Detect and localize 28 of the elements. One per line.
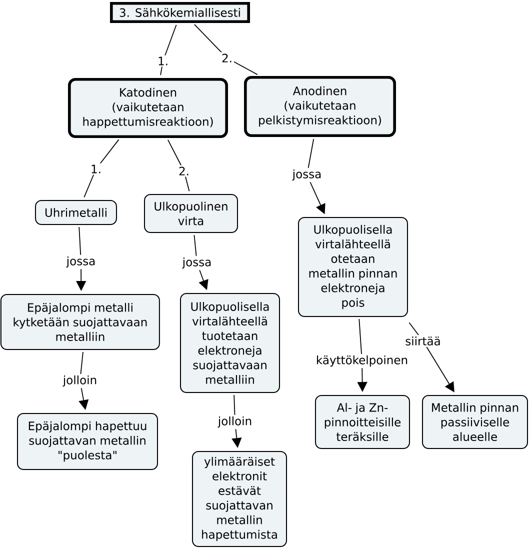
- concept-box: Metallin pinnan passiiviselle alueelle: [422, 395, 528, 449]
- concept-box: Uhrimetalli: [35, 200, 117, 225]
- concept-box: Anodinen (vaikutetaan pelkistymisreaktioon): [244, 76, 396, 137]
- connector-line: [160, 24, 177, 76]
- concept-box: Epäjalompi hapettuu suojattavan metallin "puolesta": [17, 413, 158, 470]
- concept-box: Al- ja Zn-pinnoitteisille teräksille: [315, 395, 410, 449]
- title-box: 3. Sähkökemiallisesti: [110, 2, 250, 23]
- edge-label: 1.: [156, 55, 170, 67]
- edge-label: jossa: [290, 168, 324, 182]
- concept-box: Katodinen (vaikutetaan happettumisreaktioon): [68, 78, 228, 138]
- edge-label: jolloin: [216, 414, 254, 430]
- edge-label: jossa: [64, 254, 98, 270]
- connector-line: [194, 24, 258, 76]
- edge-label: jolloin: [61, 374, 99, 388]
- arrow: [408, 322, 454, 392]
- concept-box: Ulkopuolisella virtalähteellä otetaan metallin pinnan elektroneja pois: [298, 217, 408, 317]
- concept-box: Ulkopuolinen virta: [144, 194, 238, 233]
- concept-box: ylimääräiset elektronit estävät suojattavan metallin hapettumista: [192, 451, 287, 547]
- edge-label: siirtää: [404, 335, 442, 347]
- edge-label: jossa: [180, 256, 214, 270]
- concept-box: Ulkopuolisella virtalähteellä tuotetaan elektroneja suojattavaan metalliin: [180, 293, 280, 393]
- edge-label: 1.: [89, 163, 103, 175]
- connector-line: [167, 139, 190, 192]
- edge-label: 2.: [177, 165, 191, 177]
- edge-label: käyttökelpoinen: [314, 354, 410, 368]
- concept-box: Epäjalompi metalli kytketään suojattavaan metalliin: [0, 294, 160, 350]
- edge-label: 2.: [220, 52, 234, 64]
- connector-line: [84, 139, 120, 198]
